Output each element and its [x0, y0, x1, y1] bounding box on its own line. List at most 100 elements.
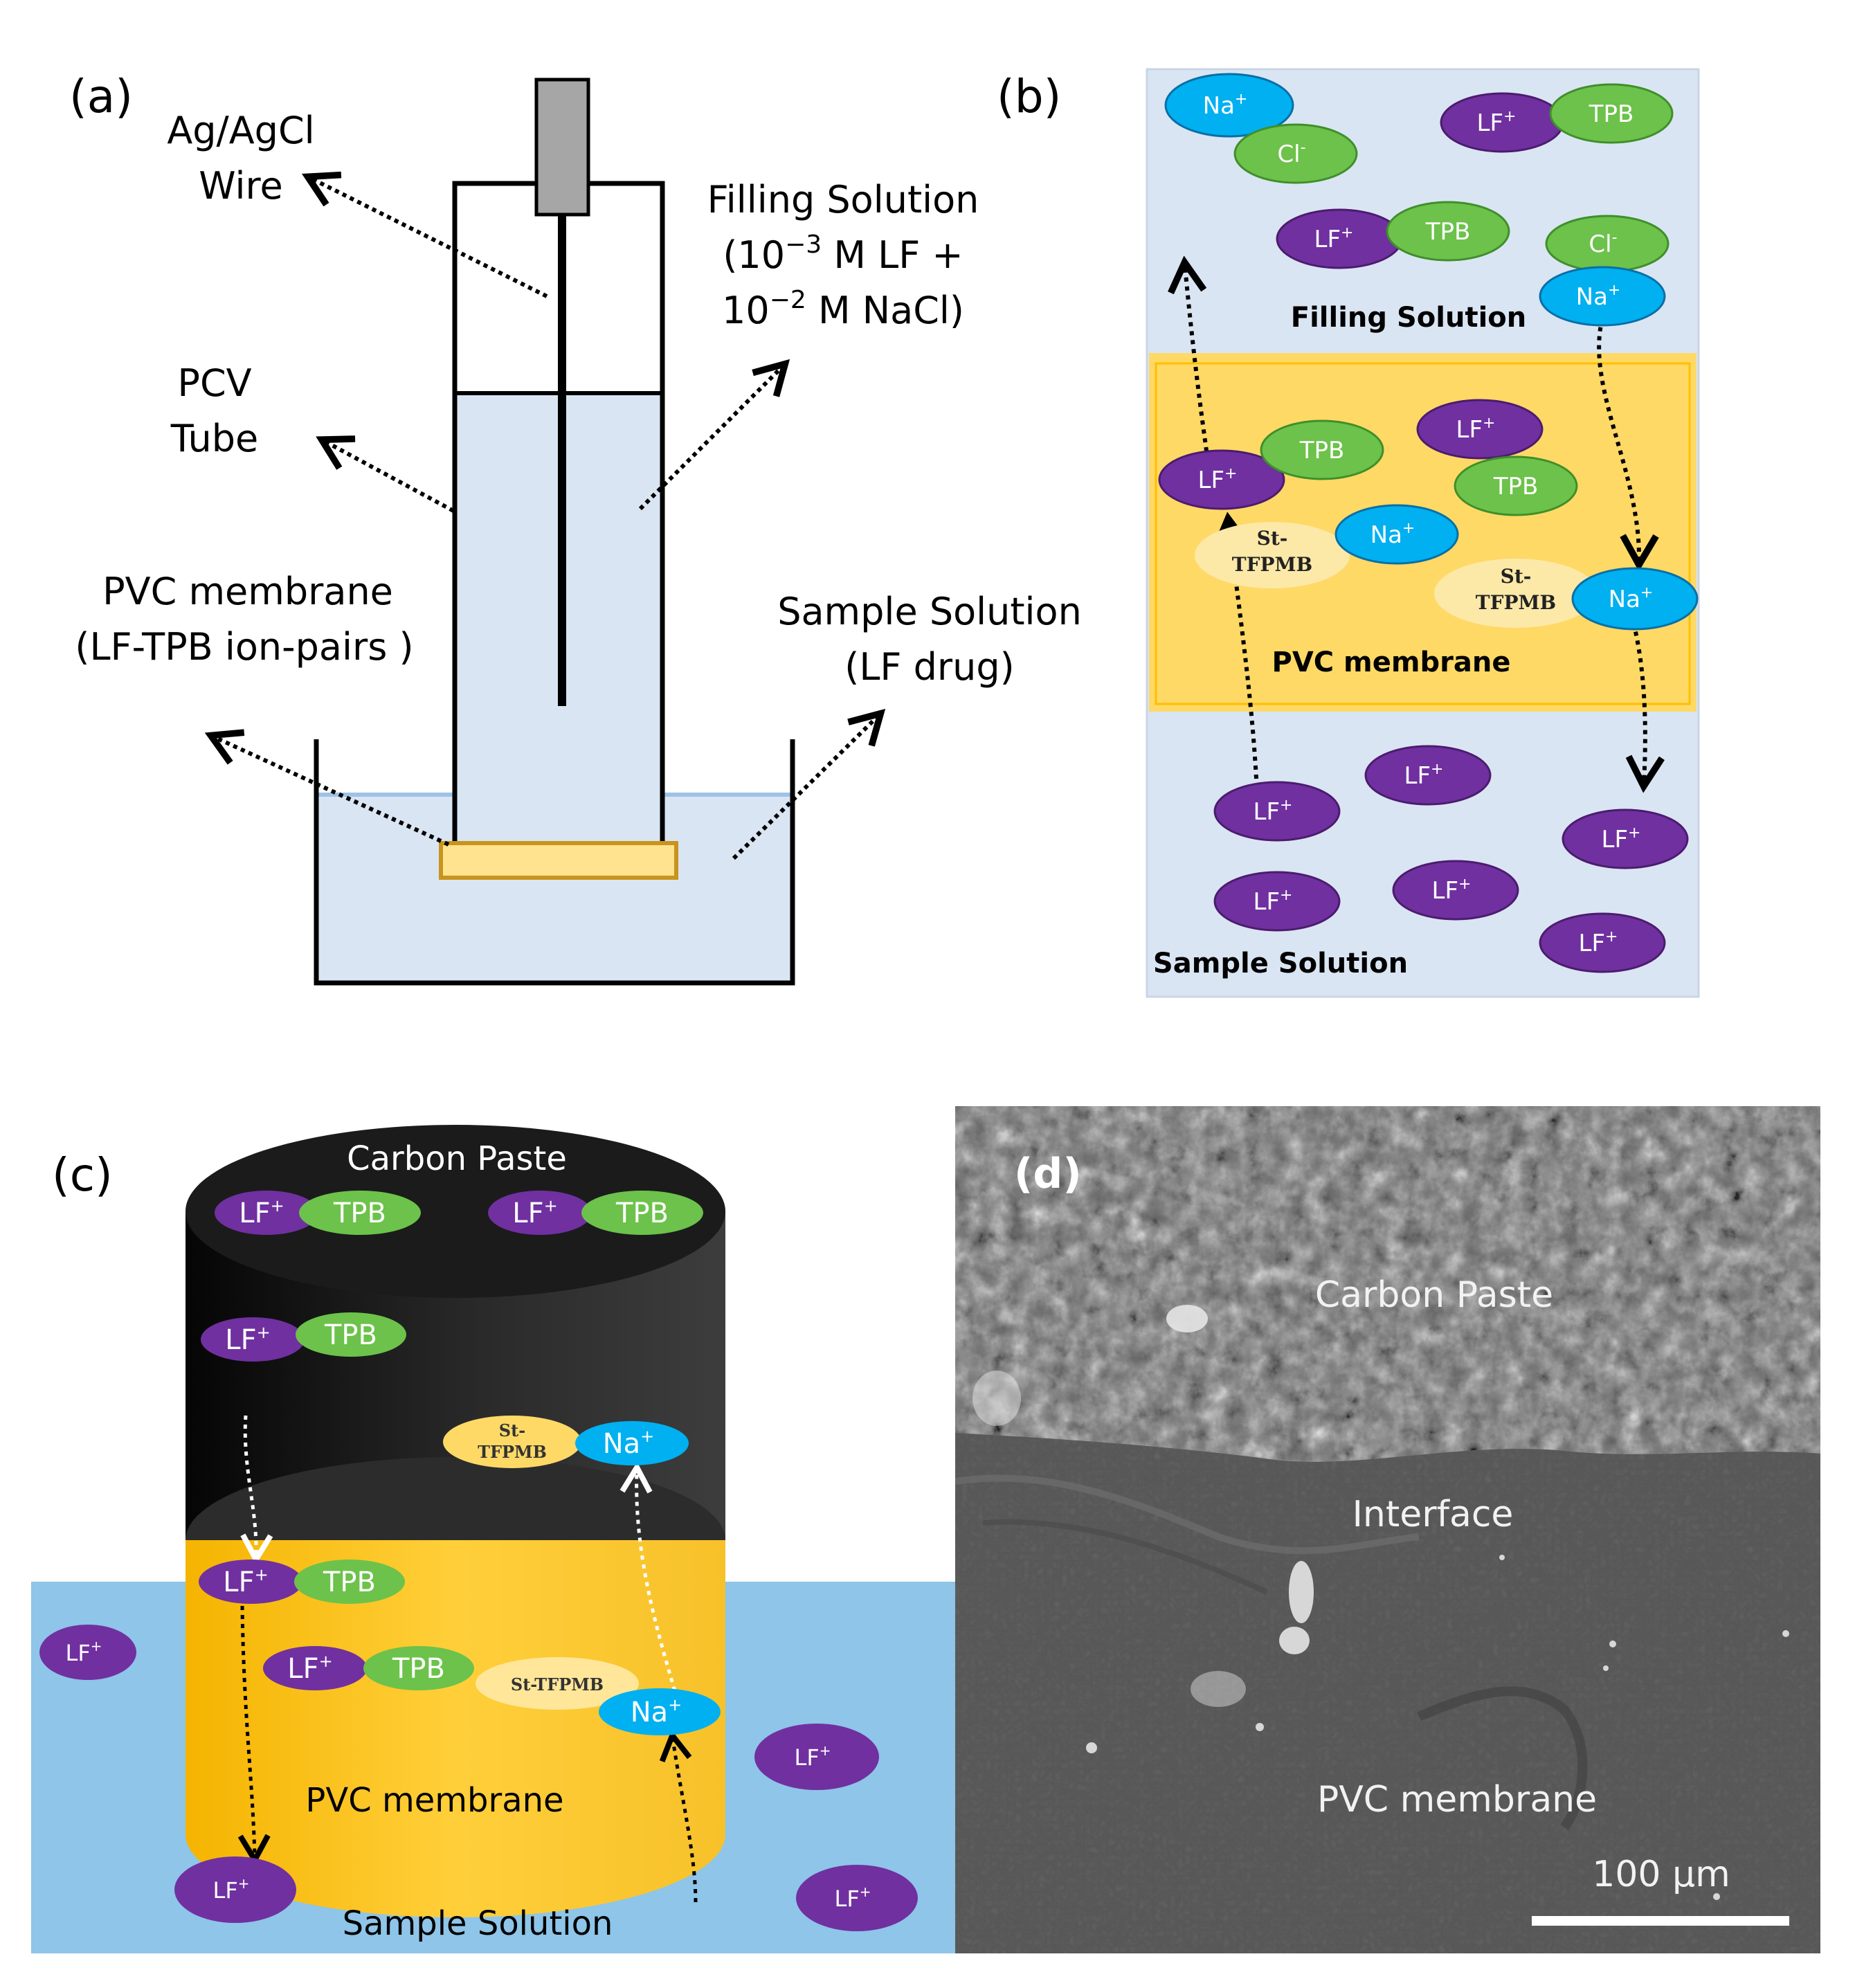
- arrow-sample-solution: [732, 708, 886, 860]
- label-lf-drug: (LF drug): [844, 645, 1014, 689]
- svg-text:TPB: TPB: [323, 1566, 376, 1598]
- b-sample-lf-2: LF+: [1364, 745, 1492, 806]
- d-scale-bar: [1532, 1916, 1789, 1926]
- b-path-na-to-sample: [1625, 622, 1665, 793]
- b-label-sample-solution: Sample Solution: [1153, 948, 1408, 979]
- d-label-carbon-paste: Carbon Paste: [1315, 1274, 1553, 1316]
- svg-text:LF+: LF+: [1314, 224, 1354, 253]
- svg-text:LF+: LF+: [1456, 415, 1496, 444]
- c-label-carbon-paste: Carbon Paste: [347, 1139, 567, 1178]
- svg-text:St-: St-: [499, 1420, 525, 1440]
- b-sample-lf-1: LF+: [1213, 781, 1341, 842]
- svg-text:TPB: TPB: [1589, 100, 1634, 128]
- panel-a: (a) Ag/AgCl Wire Filling Solution (10−3 …: [69, 70, 1082, 986]
- d-label-pvc-membrane: PVC membrane: [1317, 1779, 1597, 1820]
- b-path-lf-to-filling: [1168, 255, 1210, 461]
- svg-text:LF+: LF+: [512, 1196, 557, 1229]
- svg-text:LF+: LF+: [287, 1652, 332, 1685]
- c-label-sample-solution: Sample Solution: [343, 1904, 613, 1943]
- c-path-na-up-black: [659, 1730, 698, 1903]
- panel-b: (b) Filling Solution PVC membrane Sample…: [997, 68, 1700, 998]
- c-st-na-top: St- TFPMB Na+: [443, 1416, 689, 1468]
- c-pvc-body: [186, 1540, 725, 1917]
- svg-text:St-: St-: [1257, 527, 1288, 550]
- label-filling-solution: Filling Solution: [707, 178, 979, 222]
- c-pair-lf-tpb-4: LF+ TPB: [199, 1560, 405, 1604]
- b-path-na-down: [1597, 318, 1659, 572]
- b-membrane-st-na-1: St- TFPMB Na+: [1195, 504, 1459, 588]
- svg-text:LF+: LF+: [213, 1875, 250, 1904]
- panel-d-label: (d): [1014, 1150, 1082, 1198]
- c-path-lf-down-white: [240, 1415, 273, 1566]
- svg-text:Na+: Na+: [631, 1695, 682, 1728]
- panel-a-label: (a): [69, 70, 133, 123]
- pvc-membrane-disk: [439, 841, 678, 880]
- svg-text:Na+: Na+: [1576, 282, 1621, 311]
- svg-text:TPB: TPB: [1425, 218, 1471, 246]
- c-sample-lf-1: LF+: [39, 1625, 136, 1680]
- c-st-na-bottom: St-TFPMB Na+: [476, 1657, 721, 1735]
- b-sample-lf-4: LF+: [1213, 871, 1341, 932]
- svg-text:Na+: Na+: [1370, 520, 1415, 549]
- svg-text:TFPMB: TFPMB: [478, 1442, 547, 1462]
- svg-text:TPB: TPB: [1299, 437, 1345, 464]
- arrow-pcv-tube: [316, 435, 455, 513]
- label-filling-conc-2: 10−2 M NaCl): [722, 286, 964, 332]
- panel-c-label: (c): [52, 1148, 113, 1202]
- svg-text:LF+: LF+: [223, 1565, 268, 1598]
- sem-image: [955, 1106, 1820, 1953]
- b-sample-lf-3: LF+: [1562, 808, 1689, 869]
- svg-text:LF+: LF+: [1477, 108, 1517, 137]
- b-ion-pair-cl-na: Cl- Na+: [1539, 215, 1670, 327]
- c-sample-lf-2: LF+: [754, 1724, 879, 1790]
- svg-text:St-TFPMB: St-TFPMB: [511, 1674, 604, 1695]
- b-ion-na-1: Na+: [1164, 73, 1294, 138]
- svg-text:LF+: LF+: [1579, 928, 1618, 957]
- svg-text:LF+: LF+: [1254, 887, 1293, 916]
- beaker: [314, 739, 795, 986]
- b-sample-lf-5: LF+: [1392, 860, 1519, 921]
- svg-text:LF+: LF+: [1432, 876, 1472, 905]
- label-ion-pairs: (LF-TPB ion-pairs ): [75, 625, 413, 669]
- svg-text:LF+: LF+: [1254, 797, 1293, 826]
- svg-text:LF+: LF+: [1602, 824, 1641, 853]
- svg-text:LF+: LF+: [225, 1323, 270, 1356]
- svg-text:Na+: Na+: [603, 1427, 655, 1460]
- svg-text:LF+: LF+: [66, 1638, 102, 1666]
- svg-text:St-: St-: [1501, 565, 1532, 588]
- b-membrane-lf: LF+: [1416, 399, 1544, 460]
- c-path-lf-down-black: [237, 1605, 271, 1866]
- panel-b-label: (b): [997, 70, 1061, 123]
- b-path-lf-up: [1212, 512, 1258, 779]
- svg-text:LF+: LF+: [795, 1742, 831, 1771]
- b-membrane-pair-lf-tpb: LF+ TPB: [1158, 419, 1384, 510]
- panel-d: (d) Carbon Paste Interface PVC membrane …: [955, 1106, 1820, 1953]
- label-wire: Wire: [199, 164, 282, 208]
- b-membrane-tpb: TPB: [1454, 455, 1578, 516]
- c-carbon-top: [186, 1125, 725, 1298]
- svg-text:TFPMB: TFPMB: [1232, 553, 1312, 576]
- c-pair-lf-tpb-2: LF+ TPB: [488, 1191, 703, 1235]
- b-ion-pair-lf-tpb-2: LF+ TPB: [1276, 201, 1510, 269]
- label-pvc-membrane: PVC membrane: [102, 570, 393, 613]
- b-membrane-st-na-2: St- TFPMB Na+: [1434, 559, 1699, 631]
- svg-text:LF+: LF+: [239, 1196, 284, 1229]
- label-pcv: PCV: [177, 361, 251, 405]
- arrow-filling-solution: [638, 359, 790, 511]
- label-tube: Tube: [170, 417, 259, 460]
- d-scale-bar-label: 100 µm: [1592, 1854, 1730, 1895]
- b-label-pvc-membrane: PVC membrane: [1272, 647, 1511, 678]
- c-interface-edge: [186, 1457, 725, 1540]
- svg-text:LF+: LF+: [835, 1883, 871, 1912]
- arrow-ag-agcl: [301, 171, 548, 298]
- c-sample-lf-3: LF+: [174, 1856, 296, 1923]
- b-sample-lf-6: LF+: [1539, 912, 1666, 973]
- c-label-pvc-membrane: PVC membrane: [305, 1781, 563, 1820]
- label-filling-conc-1: (10−3 M LF +: [723, 231, 963, 277]
- label-ag-agcl: Ag/AgCl: [167, 109, 314, 152]
- svg-text:TPB: TPB: [333, 1198, 386, 1229]
- b-ion-pair-lf-tpb-1: LF+ TPB: [1440, 83, 1674, 153]
- c-path-na-up-white: [619, 1461, 684, 1717]
- svg-text:TPB: TPB: [324, 1319, 377, 1351]
- c-pair-lf-tpb-1: LF+ TPB: [215, 1191, 421, 1235]
